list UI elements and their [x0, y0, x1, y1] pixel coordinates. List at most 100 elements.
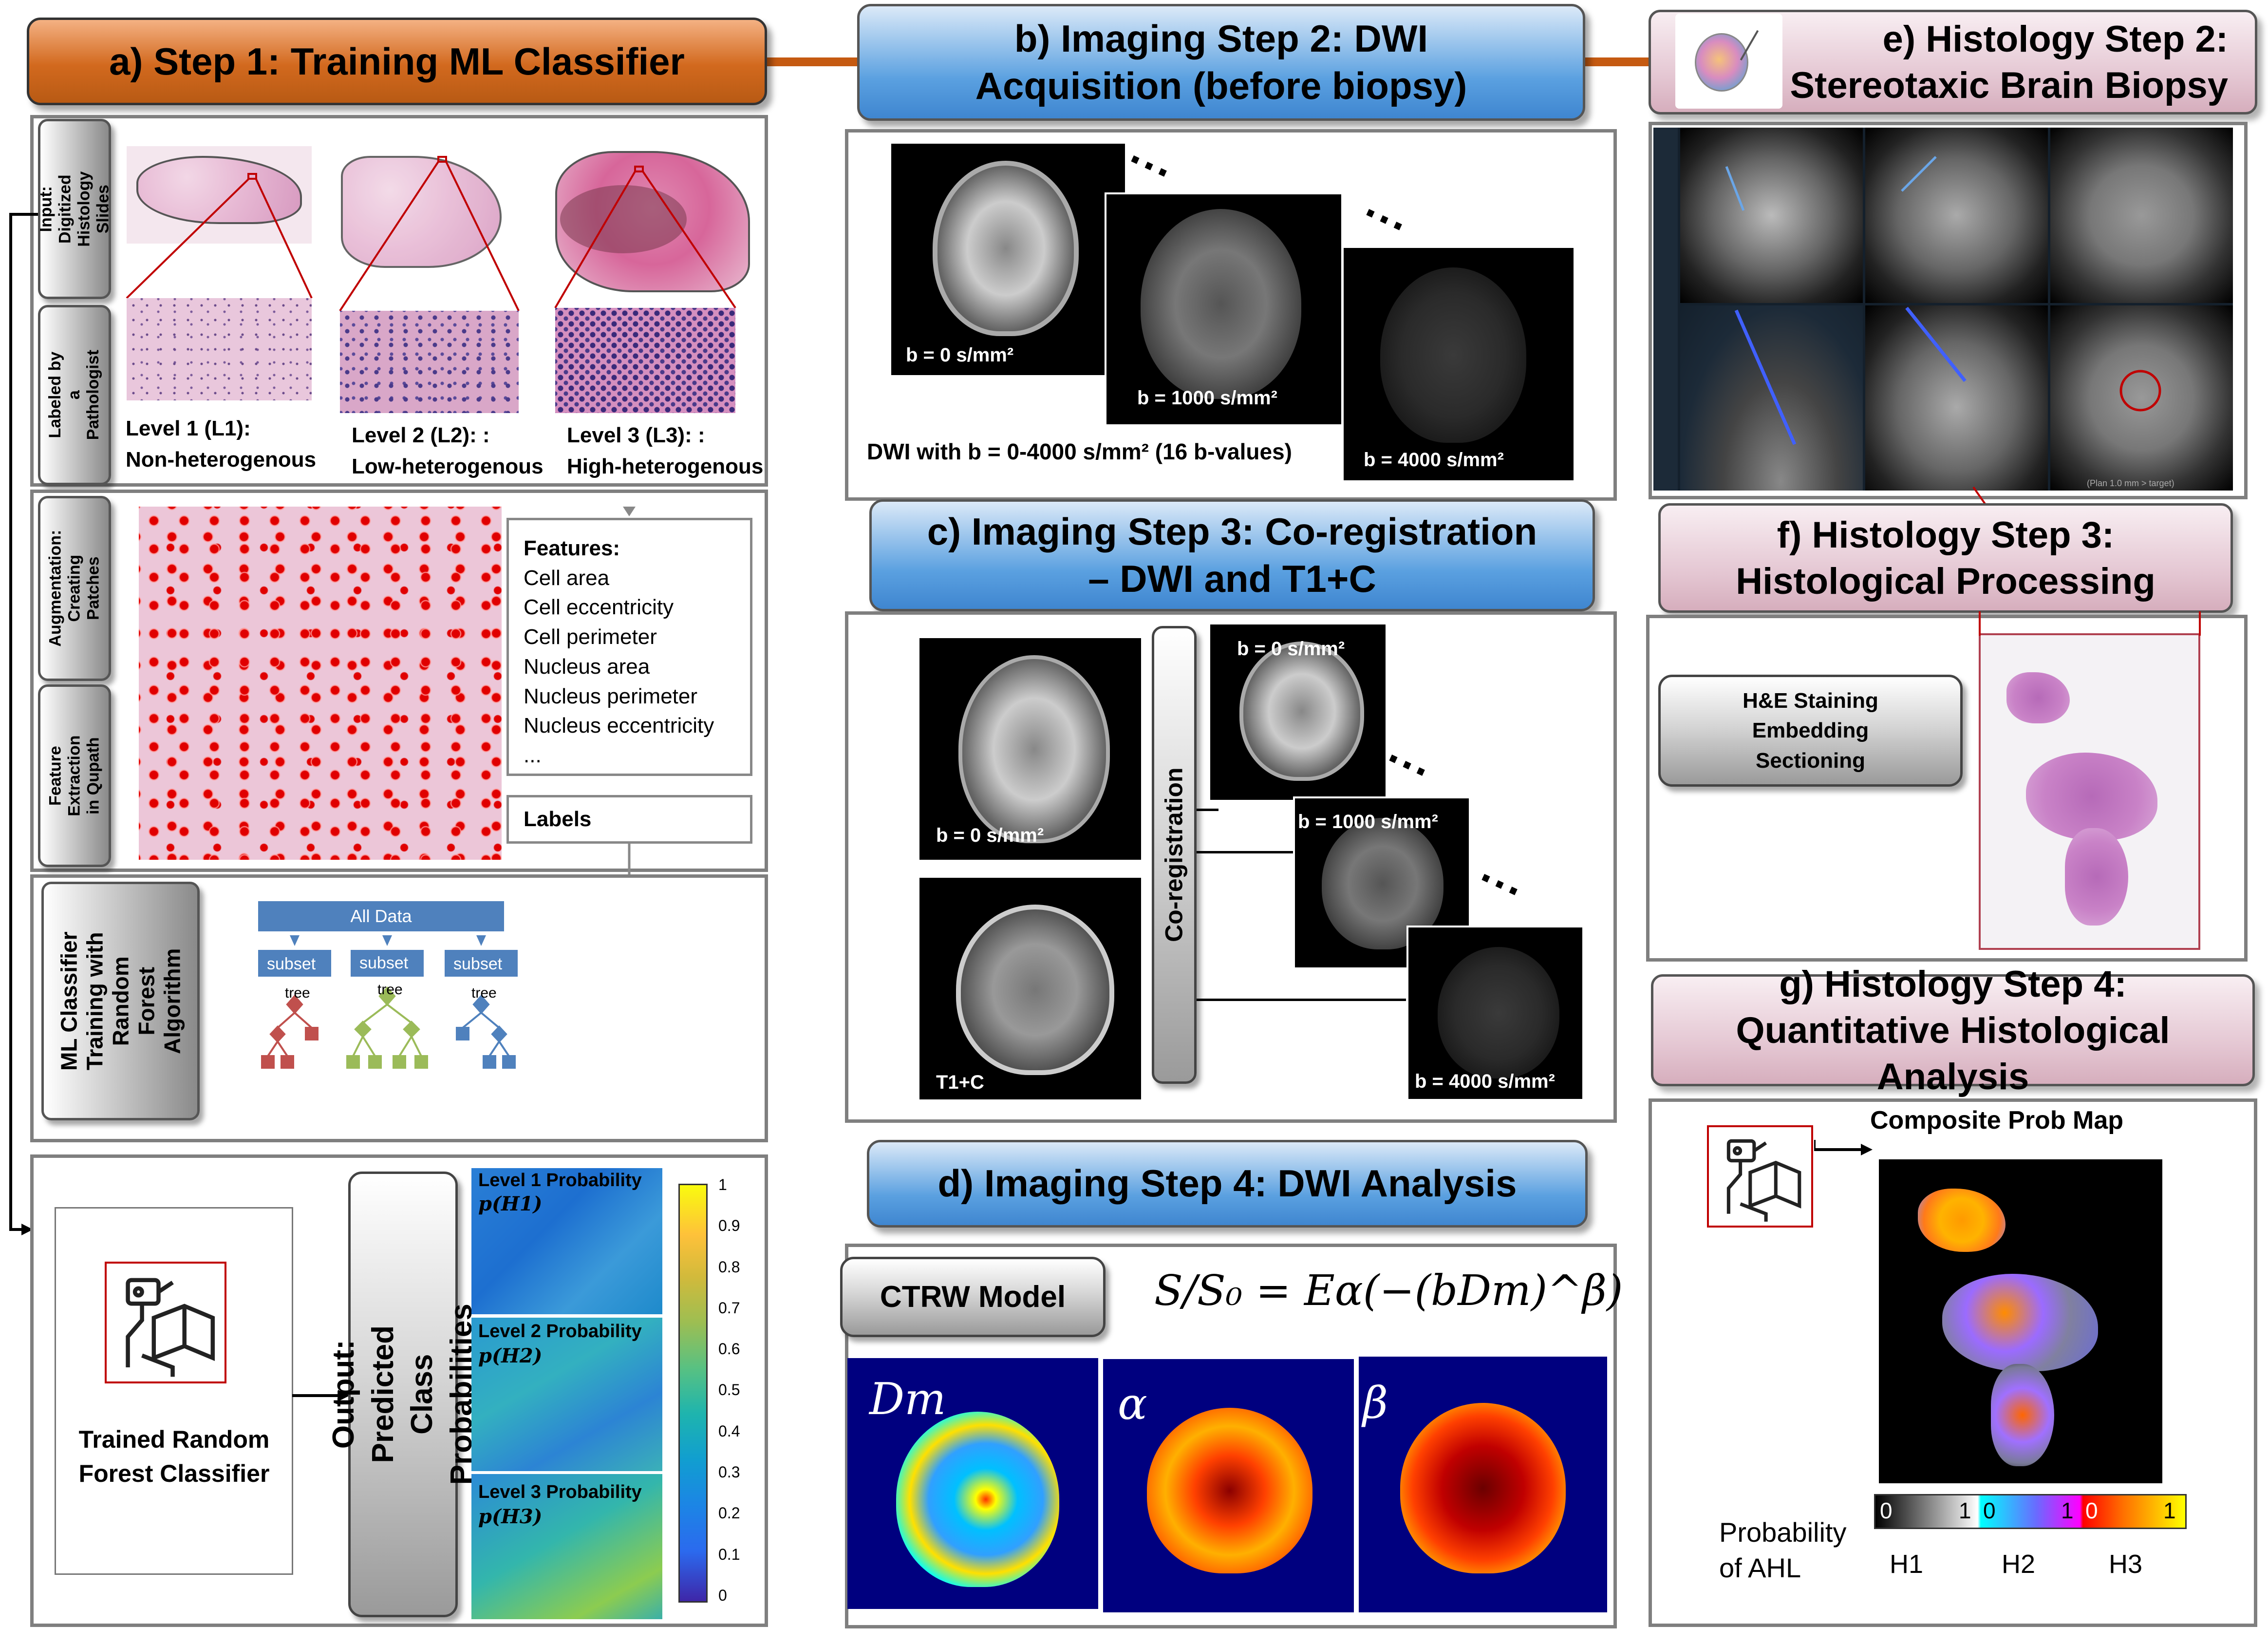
prob-map-3 [471, 1474, 662, 1619]
prob-map-1-math: p(H1) [478, 1192, 543, 1215]
colorbar-tick: 0.2 [718, 1504, 740, 1522]
map-dm-label: Dm [869, 1374, 946, 1425]
panel-f-header: f) Histology Step 3: Histological Proces… [1658, 503, 2233, 613]
composite-blob-1 [1918, 1189, 2006, 1252]
colorbar-tick: 0.9 [718, 1217, 740, 1235]
dwi-b0 [891, 144, 1125, 375]
rf-subset-3: subset [453, 955, 503, 973]
zoom-box-l1 [247, 173, 257, 180]
level-3-caption: Level 3 (L3): : High-heterogenous [567, 420, 763, 482]
prob-map-2 [471, 1318, 662, 1471]
rf-subset-2: subset [359, 954, 409, 972]
colorbar-tick: 0.4 [718, 1422, 740, 1440]
composite-map-title: Composite Prob Map [1870, 1106, 2124, 1134]
colorbar-tick: 0 [718, 1586, 727, 1604]
level-3-line2: High-heterogenous [567, 454, 764, 478]
zoom-box-l3 [634, 166, 644, 172]
processing-step: Embedding [1752, 719, 1869, 743]
connector-a-b [765, 57, 857, 66]
feature-item: Cell area [524, 566, 610, 590]
patch-l2 [340, 311, 519, 413]
coreg-line-bot [1197, 999, 1406, 1001]
panel-d-header: d) Imaging Step 4: DWI Analysis [867, 1140, 1588, 1228]
feature-item: Nucleus area [524, 654, 650, 679]
nav-toolbar [1653, 128, 1678, 491]
ctrw-equation: S/S₀ = Eα(−(bDm)^β) [1154, 1267, 1623, 1315]
level-2-line1: Level 2 (L2): : [352, 423, 490, 447]
colorbar-tick: 0.6 [718, 1340, 740, 1358]
tab-augmentation: Augmentation: Creating Patches [38, 496, 111, 681]
prob-map-3-math: p(H3) [478, 1505, 543, 1528]
colorbar-tick: 0.7 [718, 1299, 740, 1317]
colorbar-tick: 0.1 [718, 1545, 740, 1563]
colorbar-tick: 0.5 [718, 1381, 740, 1399]
zoom-lines [126, 161, 736, 312]
zoom-line-f2 [2199, 611, 2201, 636]
he-tissue-2 [2026, 753, 2157, 840]
processing-step: H&E Staining [1743, 688, 1878, 713]
slide-l2-tissue [341, 156, 502, 268]
ctrw-model-label: CTRW Model [880, 1280, 1066, 1314]
robot-reader-icon [105, 1262, 226, 1383]
feature-item: Nucleus perimeter [524, 684, 698, 708]
prob-map-1-title: Level 1 Probability [478, 1170, 642, 1191]
level-3-line1: Level 3 (L3): : [567, 423, 705, 447]
coreg-right-b4000-label: b = 4000 s/mm² [1415, 1071, 1555, 1092]
coreg-label: Co-registration [1160, 767, 1188, 943]
panel-a-title: a) Step 1: Training ML Classifier [109, 39, 685, 83]
tab-ml-label: ML Classifier Training with Random Fores… [56, 931, 185, 1071]
g-arrow [1814, 1140, 1873, 1155]
panel-a-header: a) Step 1: Training ML Classifier [27, 18, 767, 105]
dwi-b1000 [1105, 192, 1343, 426]
labels-text: Labels [524, 807, 592, 831]
ctrw-model: CTRW Model [840, 1257, 1106, 1337]
tab-feature: Feature Extraction in Qupath [38, 684, 111, 867]
coreg-right-b4000 [1406, 926, 1584, 1101]
composite-tick: 0 [1983, 1498, 1996, 1523]
output-tab: Output: Predicted Class Probabilities [327, 1172, 478, 1617]
dwi-caption: DWI with b = 0-4000 s/mm² (16 b-values) [867, 439, 1292, 464]
nav-footer-text: (Plan 1.0 mm > target) [2087, 478, 2174, 488]
tab-input: Input: Digitized Histology Slides [37, 119, 112, 299]
dwi-b1000-label: b = 1000 s/mm² [1137, 387, 1277, 409]
coreg-b0 [919, 638, 1141, 860]
class-h1: H1 [1890, 1550, 1924, 1579]
he-tissue-3 [2065, 828, 2128, 926]
nav-view-5 [1865, 305, 2048, 491]
colorbar-tick: 0.3 [718, 1463, 740, 1481]
class-h3: H3 [2109, 1550, 2143, 1579]
rf-all-data: All Data [258, 901, 504, 931]
colorbar-ticks-a: 1 0.9 0.8 0.7 0.6 0.5 0.4 0.3 0.2 0.1 0 [718, 1176, 757, 1605]
trained-to-output-arrow [292, 1390, 350, 1401]
composite-blob-3 [1991, 1364, 2054, 1466]
map-alpha [1103, 1359, 1354, 1612]
slide-l3-dark [560, 185, 687, 253]
coreg-right-b1000-label: b = 1000 s/mm² [1298, 811, 1438, 832]
coreg-right-b0-label: b = 0 s/mm² [1237, 638, 1345, 660]
trained-classifier-box [55, 1207, 293, 1575]
nav-view-4 [1680, 305, 1863, 491]
zoom-line-f1 [1979, 611, 1981, 636]
robot-reader-icon-g [1707, 1125, 1813, 1228]
stereotaxic-illustration [1675, 14, 1782, 109]
rf-all-data-label: All Data [350, 906, 412, 926]
coreg-right-b0 [1210, 624, 1386, 800]
panel-g-title: g) Histology Step 4: Quantitative Histol… [1736, 963, 2170, 1097]
dwi-b0-label: b = 0 s/mm² [906, 344, 1014, 366]
panel-f-title: f) Histology Step 3: Histological Proces… [1736, 514, 2156, 602]
processing-steps: H&E Staining Embedding Sectioning [1658, 675, 1963, 787]
composite-prob-map [1879, 1159, 2162, 1483]
labels-box: Labels [506, 795, 752, 844]
composite-tick: 1 [2061, 1498, 2074, 1523]
coreg-bar: Co-registration [1152, 626, 1197, 1084]
composite-colorbar [1874, 1494, 2187, 1529]
map-beta-label: β [1363, 1378, 1388, 1429]
tab-labeled: Labeled by a Pathologist [38, 305, 111, 485]
prob-map-1 [471, 1168, 662, 1314]
tab-ml: ML Classifier Training with Random Fores… [41, 882, 200, 1120]
features-title: Features: [524, 536, 620, 560]
panel-b-header: b) Imaging Step 2: DWI Acquisition (befo… [857, 4, 1585, 121]
coreg-line-mid [1197, 851, 1293, 853]
map-alpha-label: α [1118, 1379, 1147, 1430]
composite-colorbar-ticks: 0 1 0 1 0 1 [1876, 1495, 2188, 1530]
